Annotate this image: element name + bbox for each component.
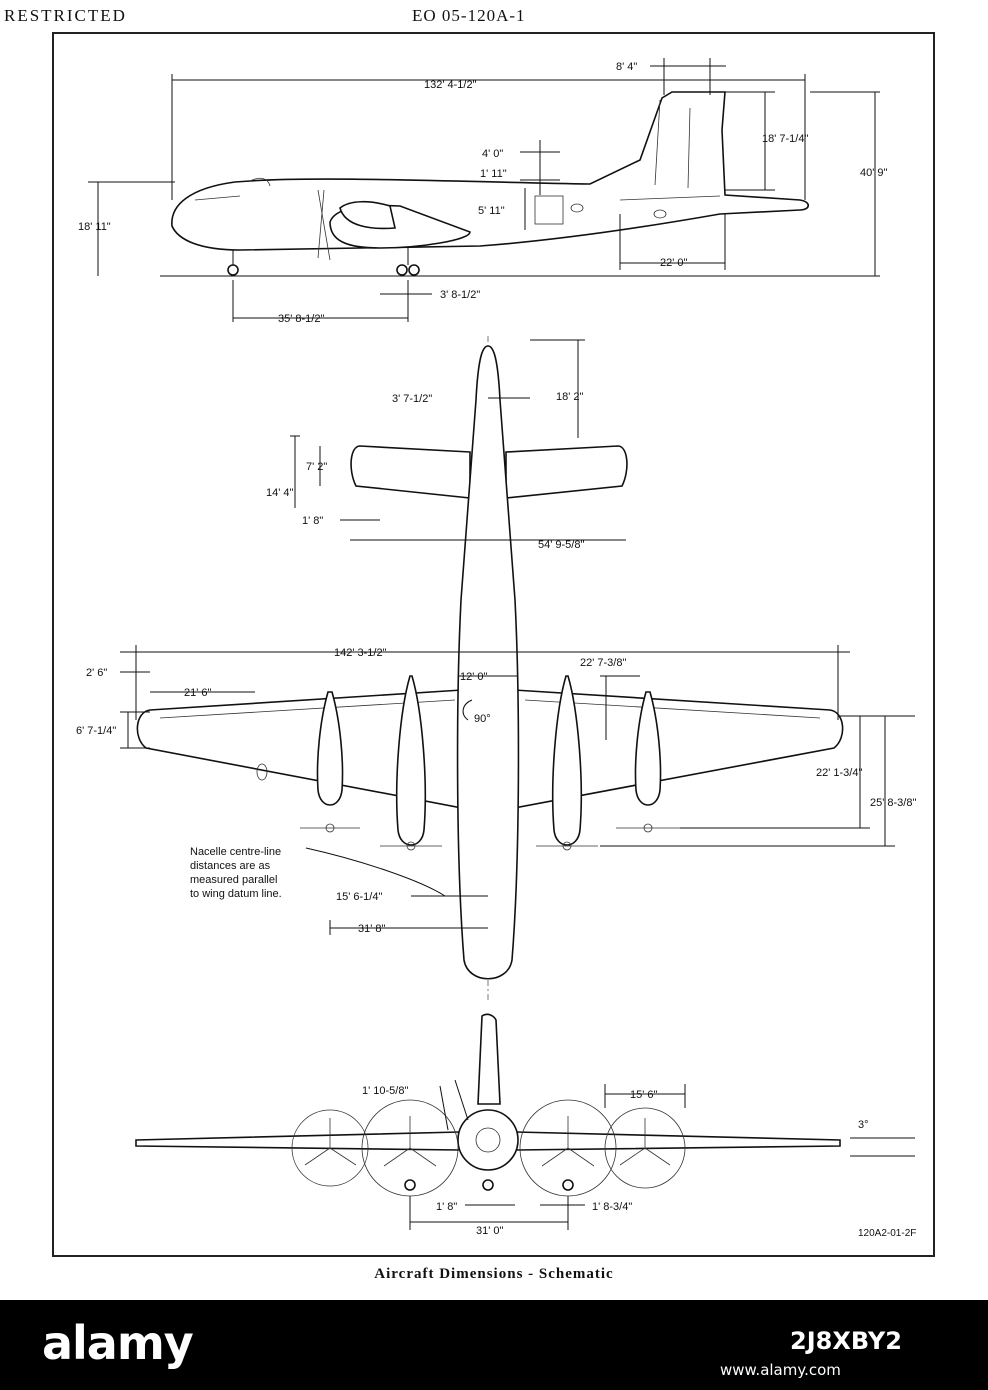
front-fin xyxy=(477,1013,501,1105)
dim-4-0: 4' 0" xyxy=(482,148,503,160)
dim-5-11: 5' 11" xyxy=(478,205,505,217)
plan-tailplane xyxy=(350,445,471,499)
note-line-1: Nacelle centre-line xyxy=(190,846,281,858)
dim-wheelbase: 35' 8-1/2" xyxy=(278,313,324,325)
dim-outer-nacelle: 31' 8" xyxy=(358,923,386,935)
dim-overall-length: 132' 4-1/2" xyxy=(424,79,477,91)
dim-tail: 22' 0" xyxy=(660,257,688,269)
dim-tailplane-tip: 1' 8" xyxy=(302,515,323,527)
plan-nacelle-3 xyxy=(551,675,583,846)
dim-gear-2: 1' 8-3/4" xyxy=(592,1201,632,1213)
front-view xyxy=(135,1013,915,1230)
classification-label: RESTRICTED xyxy=(4,6,127,25)
plan-nacelle-1 xyxy=(316,691,344,806)
watermark-bar xyxy=(0,1300,988,1390)
document-number: EO 05-120A-1 xyxy=(412,6,526,25)
reference-code: 120A2-01-2F xyxy=(858,1228,916,1239)
dim-tail-length: 18' 2" xyxy=(556,391,584,403)
dim-wing-tip: 2' 6" xyxy=(86,667,107,679)
plan-nacelle-2 xyxy=(395,675,427,846)
dim-wing-span: 142' 3-1/2" xyxy=(334,647,387,659)
side-view xyxy=(88,58,880,322)
dim-1-11: 1' 11" xyxy=(480,168,507,180)
note-line-2: distances are as xyxy=(190,860,271,872)
dim-front-track: 31' 0" xyxy=(476,1225,504,1237)
dimension-labels: 132' 4-1/2" 8' 4" 18' 7-1/4" 40' 9" 18' … xyxy=(76,61,916,1239)
dim-prop-diameter: 15' 6" xyxy=(630,1089,658,1101)
dim-fin-height: 18' 7-1/4" xyxy=(762,133,808,145)
note-line-4: to wing datum line. xyxy=(190,888,282,900)
dim-fin-chord: 8' 4" xyxy=(616,61,637,73)
drawing-frame xyxy=(52,32,935,1257)
dim-nacelle-inner: 22' 1-3/4" xyxy=(816,767,862,779)
watermark-url: www.alamy.com xyxy=(720,1361,841,1379)
image-id: 2J8XBY2 xyxy=(790,1327,902,1355)
dim-tailplane-depth: 14' 4" xyxy=(266,487,294,499)
note-line-3: measured parallel xyxy=(190,874,277,886)
brand-logo: alamy xyxy=(42,1316,194,1370)
dim-root-chord: 12' 0" xyxy=(460,671,488,683)
dim-tip-chord: 6' 7-1/4" xyxy=(76,725,116,737)
dim-angle: 90° xyxy=(474,713,491,725)
dim-tailplane-span: 54' 9-5/8" xyxy=(538,539,584,551)
dim-tailplane-chord: 7' 2" xyxy=(306,461,327,473)
dim-aileron: 21' 6" xyxy=(184,687,212,699)
dim-overall-height: 40' 9" xyxy=(860,167,888,179)
figure-caption: Aircraft Dimensions - Schematic xyxy=(374,1266,614,1282)
front-fuselage xyxy=(457,1109,519,1171)
dim-gear-1: 1' 8" xyxy=(436,1201,457,1213)
dim-front-offset: 1' 10-5/8" xyxy=(362,1085,408,1097)
plan-view xyxy=(120,336,915,1000)
plan-nacelle-4 xyxy=(634,691,662,806)
dim-nacelle-offset: 22' 7-3/8" xyxy=(580,657,626,669)
dim-tailplane-offset: 3' 7-1/2" xyxy=(392,393,432,405)
dim-gear-track: 3' 8-1/2" xyxy=(440,289,480,301)
dim-inner-nacelle: 15' 6-1/4" xyxy=(336,891,382,903)
plan-fuselage xyxy=(456,345,520,980)
dim-nacelle-outer: 25' 8-3/8" xyxy=(870,797,916,809)
dim-dihedral: 3° xyxy=(858,1119,869,1131)
dim-nose-height: 18' 11" xyxy=(78,221,111,233)
